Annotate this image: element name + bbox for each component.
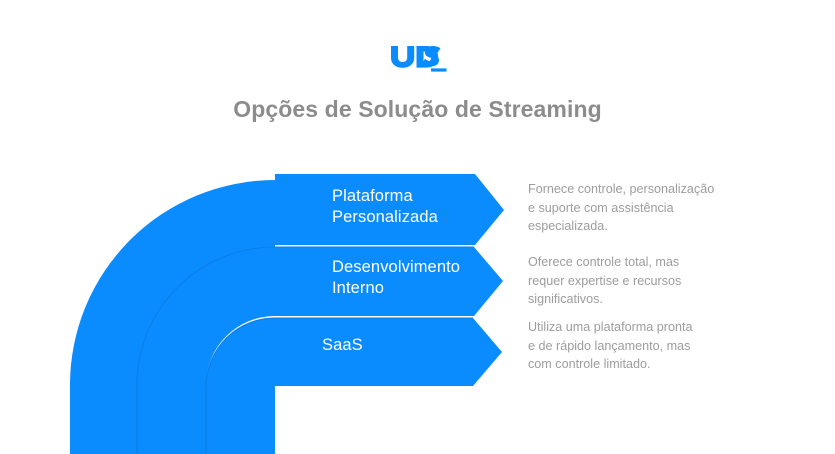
description-plataforma-personalizada: Fornece controle, personalização e supor… xyxy=(528,182,715,233)
band-label-desenvolvimento-interno: Desenvolvimento Interno xyxy=(332,258,461,297)
page-title: Opções de Solução de Streaming xyxy=(233,96,602,122)
description-saas: Utiliza uma plataforma pronta e de rápid… xyxy=(528,320,693,371)
band-plataforma-personalizada-shape[interactable] xyxy=(70,174,504,454)
band-desenvolvimento-interno-shape[interactable] xyxy=(136,246,503,454)
band-saas-shape[interactable] xyxy=(205,317,502,454)
uds-logo-icon xyxy=(390,45,446,72)
band-label-saas: SaaS xyxy=(322,336,363,354)
uds-logo xyxy=(0,42,835,76)
band-label-plataforma-personalizada: Plataforma Personalizada xyxy=(332,187,438,226)
description-desenvolvimento-interno: Oferece controle total, mas requer exper… xyxy=(528,255,682,306)
